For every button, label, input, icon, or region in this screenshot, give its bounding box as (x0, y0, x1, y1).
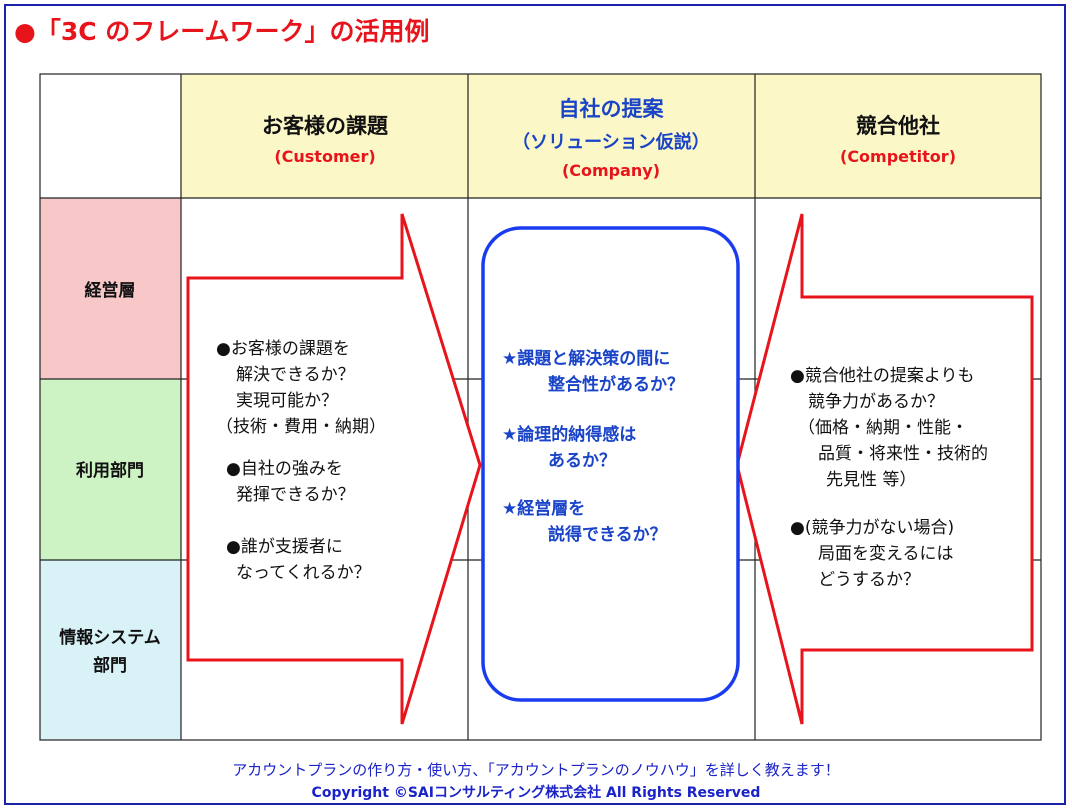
header-cell-company (468, 74, 755, 198)
competitor-point-1-cont: 競争力があるか？ (808, 392, 944, 412)
customer-point-1-detail: （技術・費用・納期） (216, 417, 386, 437)
row-label-user-dept: 利用部門 (76, 460, 144, 481)
row-label-management: 経営層 (85, 280, 136, 301)
header-cell-competitor (755, 74, 1041, 198)
header-company-subtitle: （ソリューション仮説） (512, 131, 710, 153)
header-competitor-subtitle: (Competitor) (840, 147, 956, 166)
row-cell-user-dept (40, 379, 181, 560)
competitor-point-2-cont2: どうするか？ (818, 570, 920, 590)
customer-point-3: ●誰が支援者に (226, 537, 343, 557)
customer-point-2-cont: 発揮できるか？ (236, 485, 355, 505)
company-point-3-cont: 説得できるか？ (548, 524, 667, 545)
customer-point-1: ●お客様の課題を (216, 339, 350, 359)
corner-cell (40, 74, 181, 198)
outer-frame (4, 4, 1066, 805)
customer-point-1-sub: 実現可能か？ (236, 391, 338, 411)
header-customer-subtitle: (Customer) (274, 147, 375, 166)
competitor-point-1: ●競合他社の提案よりも (790, 366, 975, 386)
competitor-point-1-detail3: 先見性 等） (826, 470, 916, 490)
row-cell-is-dept (40, 560, 181, 740)
company-point-2: ★論理的納得感は (502, 424, 636, 445)
company-point-2-cont: あるか？ (548, 451, 616, 471)
competitor-point-2: ●(競争力がない場合) (790, 518, 954, 538)
footer-tagline: アカウントプランの作り方・使い方、「アカウントプランのノウハウ」を詳しく教えます… (232, 761, 840, 779)
header-cell-customer (181, 74, 468, 198)
header-company-title: 自社の提案 (559, 97, 665, 121)
competitor-point-2-cont: 局面を変えるには (818, 544, 954, 564)
company-point-1: ★課題と解決策の間に (502, 348, 670, 369)
competitor-point-1-detail2: 品質・将来性・技術的 (818, 444, 988, 464)
footer-copyright: Copyright ©SAIコンサルティング株式会社 All Rights Re… (311, 785, 761, 801)
row-label-is-dept-line1: 情報システム (59, 627, 161, 648)
customer-point-3-cont: なってくれるか？ (236, 563, 371, 583)
customer-arrow-shape (186, 213, 482, 725)
competitor-arrow-shape (735, 213, 1034, 725)
header-customer-title: お客様の課題 (262, 114, 389, 138)
header-company-en: (Company) (562, 161, 660, 180)
company-proposal-box (481, 226, 740, 702)
company-point-3: ★経営層を (502, 498, 585, 519)
page-title: ●「3C のフレームワーク」の活用例 (14, 17, 430, 46)
row-label-is-dept-line2: 部門 (93, 655, 127, 676)
header-competitor-title: 競合他社 (856, 114, 940, 138)
row-cell-management (40, 198, 181, 379)
company-point-1-cont: 整合性があるか？ (548, 374, 684, 395)
competitor-point-1-detail1: （価格・納期・性能・ (798, 418, 968, 438)
customer-point-2: ●自社の強みを (226, 459, 343, 479)
customer-point-1-cont: 解決できるか？ (236, 365, 355, 385)
